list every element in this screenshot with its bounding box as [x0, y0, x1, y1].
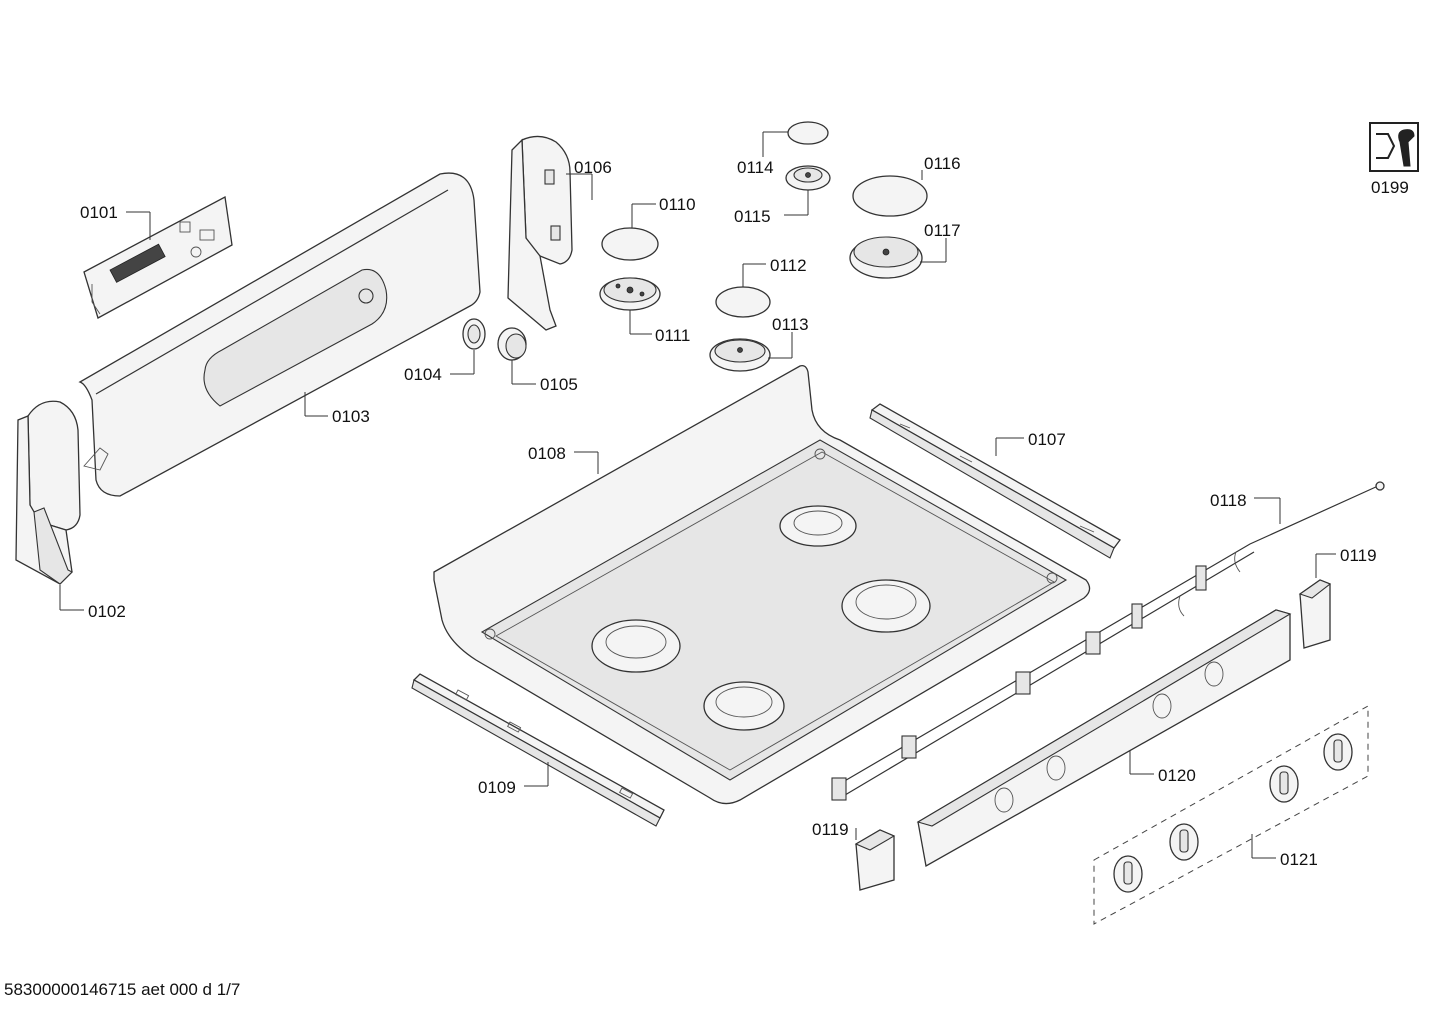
label-0108: 0108 [528, 444, 566, 463]
label-0119-right: 0119 [1340, 546, 1377, 565]
knob [1169, 823, 1199, 861]
part-0104-grommet [450, 318, 486, 375]
label-0114: 0114 [737, 158, 774, 177]
label-0111: 0111 [655, 326, 690, 345]
label-0118: 0118 [1210, 491, 1247, 510]
part-0120-manifold-plate [916, 609, 1292, 868]
label-0101: 0101 [80, 203, 118, 222]
part-0118-ignition-harness [831, 481, 1385, 801]
part-0116-burner-cap [852, 170, 928, 217]
part-0103-control-panel [78, 172, 481, 497]
part-0108-cooktop [433, 364, 1091, 805]
part-0119-bracket-right [1298, 553, 1336, 649]
part-0113-burner-head [709, 332, 793, 372]
label-0120: 0120 [1158, 766, 1196, 785]
label-0110: 0110 [659, 195, 696, 214]
label-0117: 0117 [924, 221, 961, 240]
knob [1323, 733, 1353, 771]
label-0105: 0105 [540, 375, 578, 394]
label-0119-left: 0119 [812, 820, 849, 839]
label-0113: 0113 [772, 315, 809, 334]
label-0115: 0115 [734, 207, 771, 226]
label-0106: 0106 [574, 158, 612, 177]
part-0121-control-knobs [1093, 705, 1369, 925]
cooktop-burner-wells [591, 505, 931, 731]
label-0103: 0103 [332, 407, 370, 426]
part-0110-burner-cap [601, 203, 659, 261]
part-0106-right-end-cap [507, 135, 593, 331]
part-0117-burner-head [849, 236, 947, 279]
part-0109-front-rail [411, 673, 665, 827]
label-0102: 0102 [88, 602, 126, 621]
part-0115-burner-head [784, 165, 831, 216]
part-0112-burner-cap [715, 263, 771, 318]
label-0104: 0104 [404, 365, 442, 384]
label-0109: 0109 [478, 778, 516, 797]
knob [1113, 855, 1143, 893]
wrench-screw-icon [1369, 122, 1419, 172]
part-0101-control-board [83, 195, 233, 319]
label-0116: 0116 [924, 154, 961, 173]
knob [1269, 765, 1299, 803]
label-0199: 0199 [1371, 178, 1409, 197]
label-0107: 0107 [1028, 430, 1066, 449]
label-0121: 0121 [1280, 850, 1318, 869]
part-0114-burner-cap [762, 121, 829, 157]
part-0107-rear-rail [869, 403, 1121, 559]
part-0111-burner-head [599, 277, 661, 335]
part-0119-bracket-left [854, 828, 896, 891]
label-0112: 0112 [770, 256, 807, 275]
part-0105-button [497, 327, 536, 385]
part-0102-left-end-cap [15, 400, 84, 611]
document-footer: 58300000146715 aet 000 d 1/7 [4, 980, 241, 999]
